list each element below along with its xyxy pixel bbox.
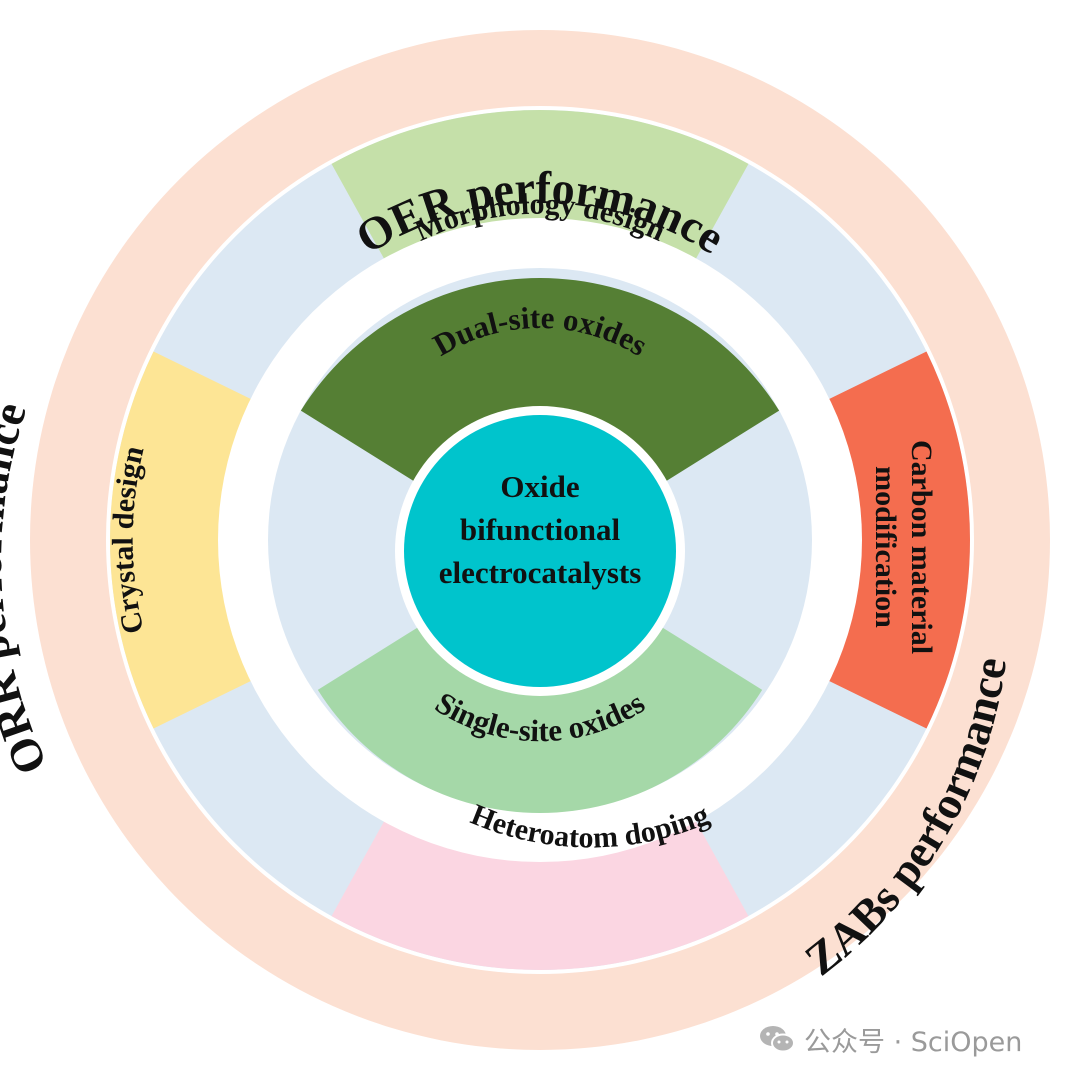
- center-label-line-1: Oxide: [500, 469, 579, 504]
- segment-single-site-oxides: [317, 625, 763, 814]
- watermark-text: 公众号 · SciOpen: [804, 1026, 1023, 1058]
- segment-carbon-material-modification: [827, 351, 970, 729]
- watermark: 公众号 · SciOpen: [758, 1018, 1022, 1060]
- segment-heteroatom-doping: [331, 819, 749, 970]
- center-label-line-3: electrocatalysts: [439, 555, 642, 590]
- wechat-icon: [760, 1026, 795, 1053]
- center-circle: [404, 415, 676, 687]
- segment-dual-site-oxides: [300, 278, 780, 486]
- label-carbon-material: Carbon material: [905, 440, 938, 654]
- segment-crystal-design: [110, 351, 253, 729]
- center-label-line-2: bifunctional: [460, 512, 621, 547]
- segment-morphology-design: [331, 109, 749, 261]
- label-modification: modification: [869, 466, 902, 628]
